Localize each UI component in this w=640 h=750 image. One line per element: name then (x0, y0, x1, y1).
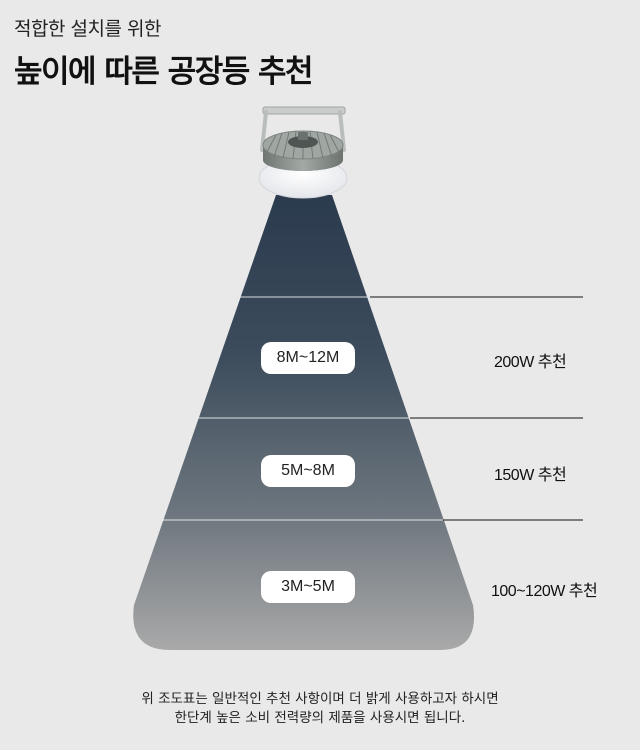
footnote-line: 위 조도표는 일반적인 추천 사항이며 더 밝게 사용하고자 하시면 (141, 691, 499, 707)
page-title: 높이에 따른 공장등 추천 (14, 54, 314, 90)
light-beam (133, 195, 475, 650)
footnote-line: 한단계 높은 소비 전력량의 제품을 사용시면 됩니다. (174, 710, 466, 726)
tier-wattage-recommendation: 200W 추천 (494, 354, 567, 371)
tier-height-label: 5M~8M (261, 455, 355, 487)
tier-height-label: 3M~5M (261, 571, 355, 603)
page-subtitle: 적합한 설치를 위한 (14, 18, 161, 40)
high-bay-lamp-icon (258, 106, 348, 199)
tier-wattage-recommendation: 100~120W 추천 (491, 583, 598, 600)
tier-wattage-recommendation: 150W 추천 (494, 467, 567, 484)
tier-height-label: 8M~12M (261, 342, 355, 374)
footnote: 위 조도표는 일반적인 추천 사항이며 더 밝게 사용하고자 하시면 한단계 높… (0, 690, 640, 728)
